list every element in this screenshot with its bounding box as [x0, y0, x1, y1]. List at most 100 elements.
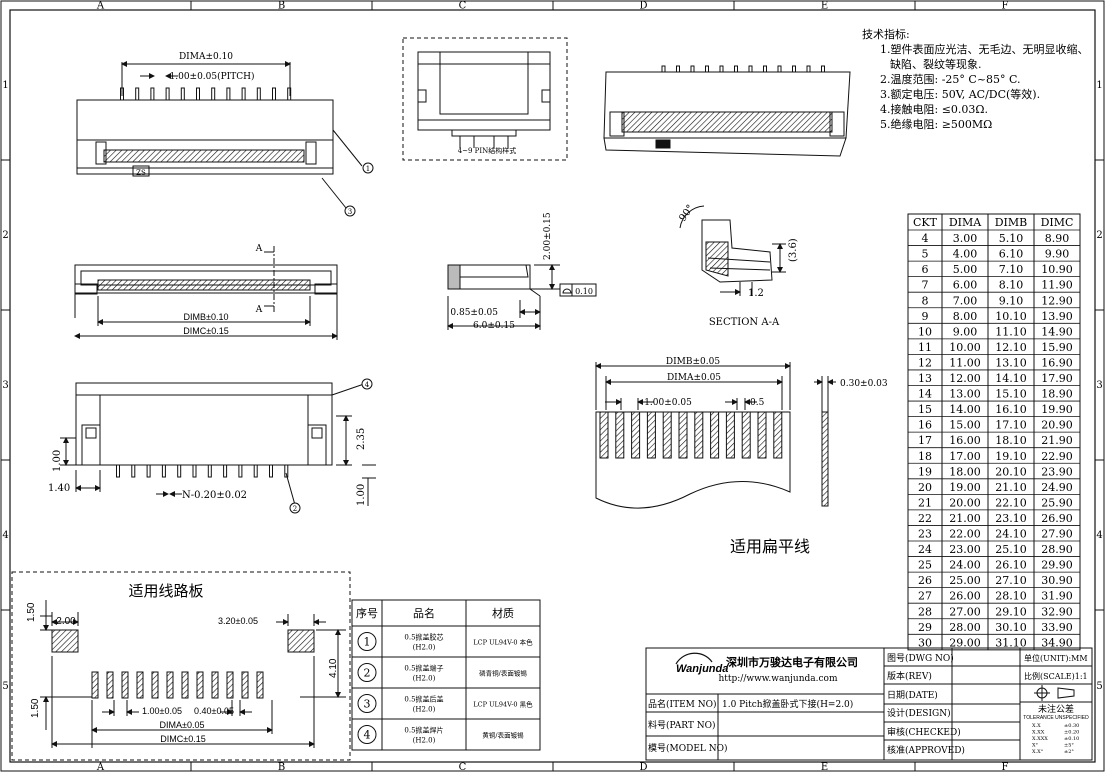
dim-table-cell: 16.10 [995, 403, 1027, 416]
frame-col-label: B [278, 1, 285, 12]
dim-table-cell: 26.90 [1041, 512, 1073, 525]
top-pitch: 1.00±0.05(PITCH) [170, 71, 255, 82]
bottom-pin [146, 464, 151, 478]
dim-table-cell: 10.00 [949, 341, 981, 354]
frame-row-label: 5 [2, 681, 8, 692]
top-pin [241, 87, 246, 101]
label-design: 设计(DESIGN) [887, 707, 951, 719]
tolerance-value: ±0.10 [1064, 736, 1079, 742]
bom-index-circle [357, 632, 377, 651]
dim-table-cell: 15.90 [1041, 341, 1073, 354]
logo-text: Wanjunda [676, 663, 728, 675]
dim-table-cell: 14.00 [949, 403, 981, 416]
tech-specs-title: 技术指标: [862, 27, 910, 41]
dim-table-cell: 10.90 [1041, 263, 1073, 276]
dim-table-cell: 28 [918, 605, 932, 618]
fpc-contact [725, 411, 735, 459]
iso-pin [748, 65, 753, 73]
dim-table-cell: 26 [918, 574, 932, 587]
dim-table-cell: 16.90 [1041, 356, 1073, 369]
dim-table-cell: 29.00 [949, 636, 981, 649]
dim-table-cell: 7.00 [953, 294, 978, 307]
bottom-pin [161, 464, 166, 478]
tolerance-value: ±5° [1064, 743, 1074, 749]
fpc-title: 适用扁平线 [730, 537, 810, 556]
dim-table-cell: 17.90 [1041, 372, 1073, 385]
dim-table-cell: 30.10 [995, 621, 1027, 634]
pcb-pad [91, 671, 99, 699]
iso-pin [777, 65, 782, 73]
fpc-contact [678, 411, 688, 459]
section-mark-top: A [255, 244, 263, 254]
bom-material: LCP UL94V-0 黑色 [473, 700, 533, 709]
pcb-d410: 4.10 [328, 658, 339, 678]
dim-table-cell: 14.10 [995, 372, 1027, 385]
tolerance-key: X.XXX [1032, 736, 1048, 742]
bom-index-circle [357, 663, 377, 682]
dim-table-cell: 30.90 [1041, 574, 1073, 587]
bom-header: 材质 [492, 606, 514, 620]
pcb-pad [181, 671, 189, 699]
label-rev: 版本(REV) [887, 670, 932, 682]
dim-table-cell: 24 [918, 543, 932, 556]
bottom-pin [284, 464, 289, 478]
dim-table-cell: 19 [918, 465, 932, 478]
pcb-d200: 2.00 [56, 616, 76, 627]
bottom-pin [253, 464, 258, 478]
company-url: http://www.wanjunda.com [718, 674, 837, 684]
frame-col-label: F [1002, 1, 1009, 12]
bottom-view [60, 382, 376, 506]
dim-table-cell: 6 [922, 263, 929, 276]
bottom-pin-width: N-0.20±0.02 [182, 490, 247, 501]
tech-spec-line: 5.绝缘电阻: ≥500MΩ [880, 117, 992, 131]
dim-table-cell: 15 [918, 403, 932, 416]
pcb-d100: 1.00±0.05 [142, 706, 182, 716]
company-logo: Wanjunda [675, 652, 728, 675]
front-dim-c: DIMC±0.15 [183, 326, 228, 336]
pcb-dim-c: DIMC±0.15 [160, 734, 205, 744]
dim-table-cell: 4.00 [953, 248, 978, 261]
dim-table-cell: 12.10 [995, 341, 1027, 354]
dim-table-header: DIMA [949, 216, 982, 229]
dim-table-cell: 22.10 [995, 496, 1027, 509]
dim-table-header: DIMC [1041, 216, 1074, 229]
bom-name: 0.5掀盖焊片 [404, 726, 443, 735]
frame-col-label: C [459, 1, 467, 12]
dim-table-cell: 24.00 [949, 559, 981, 572]
dim-table-cell: 28.10 [995, 590, 1027, 603]
bom-header: 序号 [356, 606, 378, 620]
tech-specs: 技术指标: 1.塑件表面应光洁、无毛边、无明显收缩、 缺陷、裂纹等现象. 2.温… [862, 27, 1089, 131]
frame-col-label: D [639, 762, 647, 772]
dim-table-cell: 9.00 [953, 325, 978, 338]
fpc-contact [631, 411, 641, 459]
dim-table-cell: 27.00 [949, 605, 981, 618]
dim-table-cell: 23.90 [1041, 465, 1073, 478]
dim-table-cell: 3.00 [953, 232, 978, 245]
fpc-dim-b: DIMB±0.05 [666, 357, 720, 367]
tech-spec-line: 4.接触电阻: ≤0.03Ω. [880, 102, 988, 116]
section-mark-bottom: A [255, 305, 263, 315]
bottom-dim-140: 1.40 [48, 483, 70, 494]
dim-table-cell: 22.90 [1041, 450, 1073, 463]
iso-pin [690, 65, 695, 73]
frame-row-label: 5 [1096, 681, 1102, 692]
dim-table-cell: 31.10 [995, 636, 1027, 649]
top-mark: ZS [136, 169, 146, 177]
dim-table-cell: 32.90 [1041, 605, 1073, 618]
frame-col-label: A [96, 1, 105, 12]
svg-text:1: 1 [366, 165, 370, 173]
company-name: 深圳市万骏达电子有限公司 [726, 655, 858, 669]
tolerance-key: X.X [1032, 723, 1041, 729]
pcb-pad [226, 671, 234, 699]
pcb-pad [256, 671, 264, 699]
dim-table-cell: 27.90 [1041, 528, 1073, 541]
dim-table-cell: 9.10 [999, 294, 1024, 307]
label-checked: 审核(CHECKED) [887, 726, 961, 738]
fpc-contact [646, 411, 656, 459]
side-offset: 0.85±0.05 [450, 308, 498, 318]
fpc-contact [757, 411, 767, 459]
top-pin [226, 87, 231, 101]
dim-table-cell: 8 [922, 294, 929, 307]
